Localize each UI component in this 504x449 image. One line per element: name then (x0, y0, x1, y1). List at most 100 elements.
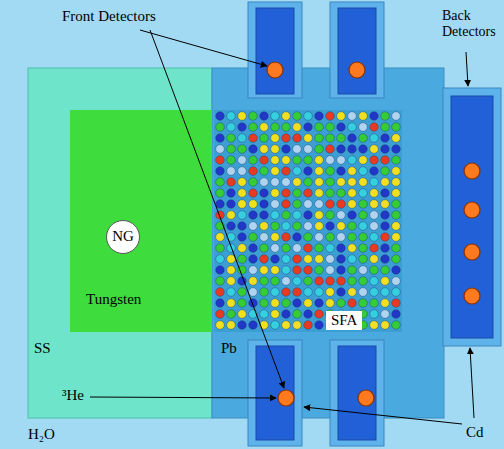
fuel-pin (282, 233, 291, 242)
fuel-pin (370, 244, 379, 253)
fuel-pin (249, 277, 258, 286)
fuel-pin (381, 211, 390, 220)
fuel-pin (282, 299, 291, 308)
fuel-pin (348, 200, 357, 209)
region-label: Pb (221, 340, 237, 357)
fuel-pin (370, 277, 379, 286)
fuel-pin (315, 178, 324, 187)
fuel-pin (337, 233, 346, 242)
fuel-pin (348, 123, 357, 132)
detector-body (256, 8, 294, 94)
fuel-pin (315, 288, 324, 297)
fuel-pin (249, 134, 258, 143)
fuel-pin (370, 156, 379, 165)
fuel-pin (227, 123, 236, 132)
fuel-pin (260, 211, 269, 220)
fuel-pin (392, 156, 401, 165)
fuel-pin (326, 112, 335, 121)
fuel-pin (227, 211, 236, 220)
fuel-pin (238, 134, 247, 143)
fuel-pin (348, 244, 357, 253)
fuel-pin (282, 288, 291, 297)
fuel-pin (282, 178, 291, 187)
fuel-pin (370, 310, 379, 319)
fuel-pin (271, 321, 280, 330)
fuel-pin (348, 134, 357, 143)
fuel-pin (282, 200, 291, 209)
fuel-pin (260, 266, 269, 275)
fuel-pin (271, 211, 280, 220)
leader-lines (90, 30, 474, 424)
fuel-pin (238, 288, 247, 297)
fuel-pin (326, 288, 335, 297)
fuel-pin (271, 178, 280, 187)
fuel-pin (282, 134, 291, 143)
fuel-pin (249, 200, 258, 209)
fuel-pin (359, 233, 368, 242)
tungsten-block (70, 110, 212, 332)
fuel-pin (227, 189, 236, 198)
detector-body (338, 8, 376, 94)
detector-label: Front Detectors (62, 8, 156, 25)
fuel-pin (249, 233, 258, 242)
fuel-pin (216, 156, 225, 165)
fuel-pin (326, 156, 335, 165)
fuel-pin (260, 112, 269, 121)
fuel-pin (238, 189, 247, 198)
fuel-pin (381, 277, 390, 286)
tungsten-block: TungstenNG (70, 110, 212, 332)
fuel-pin (238, 244, 247, 253)
fuel-pin (227, 277, 236, 286)
fuel-pin (282, 112, 291, 121)
fuel-pin (337, 178, 346, 187)
fuel-pin (293, 244, 302, 253)
fuel-pin (271, 233, 280, 242)
fuel-pin (315, 112, 324, 121)
fuel-pin (337, 167, 346, 176)
fuel-pin (326, 145, 335, 154)
fuel-pin (337, 211, 346, 220)
fuel-pin (370, 167, 379, 176)
fuel-pin (359, 288, 368, 297)
fuel-pin (238, 222, 247, 231)
fuel-pin (238, 145, 247, 154)
fuel-pin (227, 299, 236, 308)
fuel-pin (271, 189, 280, 198)
fuel-pin (282, 321, 291, 330)
leader-line (150, 30, 284, 388)
fuel-pin (227, 310, 236, 319)
fuel-pin (326, 266, 335, 275)
fuel-pin (326, 211, 335, 220)
region-label: SS (34, 340, 51, 357)
fuel-pin (249, 321, 258, 330)
fuel-pin (381, 189, 390, 198)
cadmium-shield (330, 340, 384, 446)
fuel-pin (227, 134, 236, 143)
fuel-pin (348, 145, 357, 154)
fuel-pin (359, 266, 368, 275)
fuel-pin (249, 112, 258, 121)
fuel-pin (216, 321, 225, 330)
fuel-pin (293, 211, 302, 220)
he3-tube (464, 163, 480, 179)
fuel-assembly-area (214, 110, 402, 332)
fuel-pin (216, 299, 225, 308)
fuel-pin (392, 178, 401, 187)
fuel-assembly: SFA (214, 110, 402, 332)
fuel-pin (348, 299, 357, 308)
cadmium-shield (443, 88, 501, 346)
fuel-pin (381, 112, 390, 121)
fuel-pin (337, 123, 346, 132)
fuel-pin (315, 310, 324, 319)
fuel-pin (337, 134, 346, 143)
fuel-pin (315, 277, 324, 286)
fuel-pin (227, 255, 236, 264)
fuel-pin (249, 167, 258, 176)
fuel-pin (315, 156, 324, 165)
fuel-pin (370, 222, 379, 231)
fuel-pin (359, 299, 368, 308)
fuel-pin (304, 200, 313, 209)
detector-body (256, 346, 294, 440)
fuel-pin (326, 123, 335, 132)
isotope-label: ³He (62, 387, 84, 404)
